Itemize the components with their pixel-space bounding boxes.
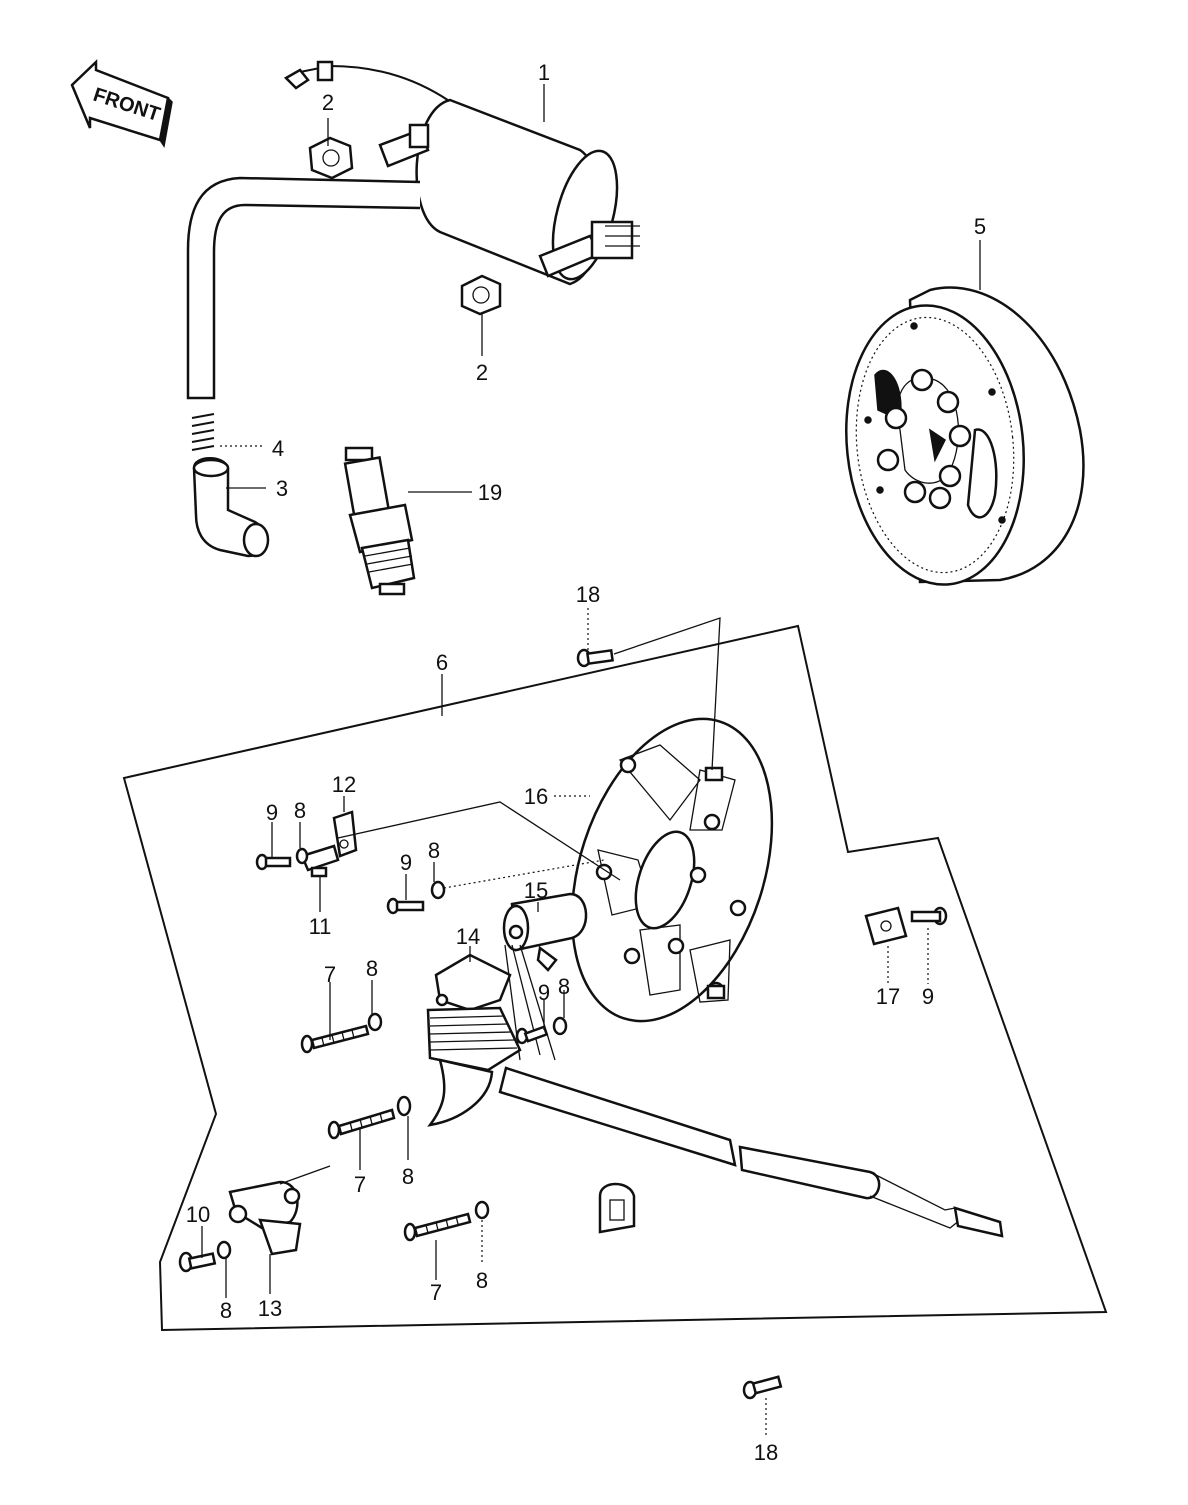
callout-6: 6 [436, 650, 448, 675]
callout-17: 17 [876, 984, 900, 1009]
washer-8-bottom-left-icon [216, 1240, 232, 1260]
callout-16: 16 [524, 784, 548, 809]
screw-9-upper-icon [255, 853, 292, 871]
callout-4: 4 [272, 436, 284, 461]
callout-18-upper: 18 [576, 582, 600, 607]
callout-1: 1 [538, 60, 550, 85]
callout-11: 11 [309, 914, 332, 939]
callout-7-mid: 7 [354, 1172, 366, 1197]
callout-13: 13 [258, 1296, 282, 1321]
callout-18-lower: 18 [754, 1440, 778, 1465]
callout-8-e: 8 [402, 1164, 414, 1189]
callout-2-upper: 2 [322, 90, 334, 115]
bracket-17-icon [864, 906, 908, 946]
front-arrow-icon: FRONT [70, 59, 173, 148]
spark-plug [343, 446, 416, 596]
nut-lower-icon [460, 274, 502, 316]
callout-15: 15 [524, 878, 548, 903]
leader-lines [201, 84, 981, 1438]
callout-9-a: 9 [266, 800, 278, 825]
callout-9-b: 9 [400, 850, 412, 875]
callout-8-c: 8 [366, 956, 378, 981]
washer-8-left-icon [367, 1012, 383, 1032]
high-tension-lead [186, 176, 421, 400]
callout-8-d: 8 [558, 974, 570, 999]
screw-7-upper-icon [300, 1024, 370, 1054]
grommet-icon [598, 1182, 636, 1234]
callout-10: 10 [186, 1202, 210, 1227]
callout-5: 5 [974, 214, 986, 239]
spark-plug-cap [192, 457, 270, 558]
generator-coil [426, 944, 556, 1127]
callout-7-lower: 7 [430, 1280, 442, 1305]
callout-9-c: 9 [538, 980, 550, 1005]
lead-wire [498, 1066, 1004, 1238]
ignition-coil [283, 60, 640, 286]
washer-8-coil-icon [552, 1016, 568, 1036]
callout-14: 14 [456, 924, 480, 949]
stator-plate [570, 717, 774, 1023]
callout-7-upper: 7 [324, 962, 336, 987]
screw-7-mid-icon [327, 1108, 396, 1140]
contact-breaker-12 [332, 801, 621, 881]
callout-3: 3 [276, 476, 288, 501]
washer-8-upper-icon [295, 847, 309, 865]
callout-8-g: 8 [220, 1298, 232, 1323]
contact-breaker-13 [228, 1165, 331, 1256]
callout-8-a: 8 [294, 798, 306, 823]
washer-8-bottom-icon [474, 1200, 490, 1220]
nut-upper-icon [308, 136, 354, 180]
screw-18-lower-icon [742, 1375, 783, 1400]
flywheel [845, 286, 1085, 586]
screw-9-coil-icon [515, 1025, 549, 1045]
screw-9-mid-icon [386, 897, 425, 915]
contact-breaker-11 [300, 844, 340, 878]
callout-19: 19 [478, 480, 502, 505]
stator-assembly-outline [122, 624, 1108, 1332]
condenser [502, 892, 588, 972]
callout-12: 12 [332, 772, 356, 797]
screw-9-right-icon [910, 906, 948, 926]
callout-2-lower: 2 [476, 360, 488, 385]
washer-8-mid2-icon [396, 1095, 412, 1117]
spring-icon [191, 413, 215, 451]
callout-9-d: 9 [922, 984, 934, 1009]
callout-8-b: 8 [428, 838, 440, 863]
screw-18-upper-icon [576, 648, 614, 668]
washer-8-mid-icon [430, 880, 446, 900]
screw-7-lower-icon [403, 1212, 472, 1242]
callout-8-f: 8 [476, 1268, 488, 1293]
screw-10-icon [178, 1251, 217, 1273]
